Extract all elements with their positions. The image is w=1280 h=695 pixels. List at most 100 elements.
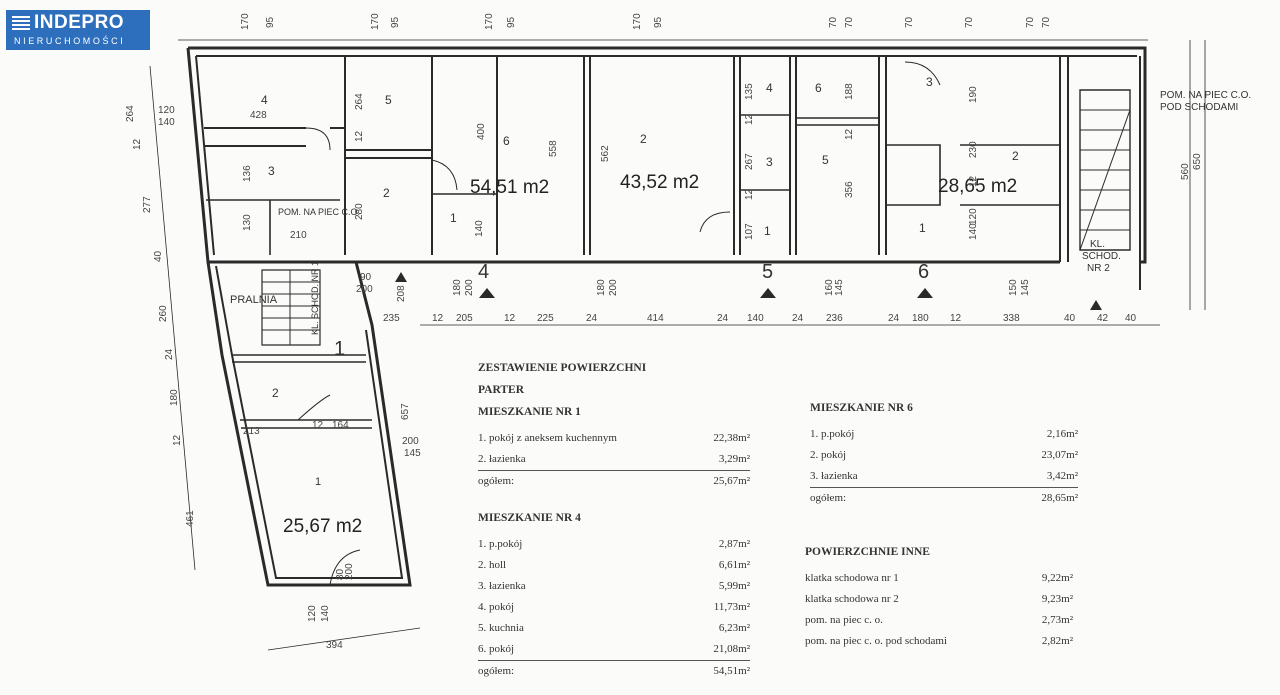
dimension-label: 200 bbox=[608, 279, 619, 296]
dimension-label: 200 bbox=[464, 279, 475, 296]
dimension-label: 24 bbox=[586, 313, 598, 324]
table-row: ogółem: 28,65m² bbox=[810, 488, 1078, 509]
flat-number: 5 bbox=[762, 261, 773, 283]
dimension-label: 120 bbox=[158, 105, 175, 116]
dimension-label: 24 bbox=[888, 313, 900, 324]
dimension-label: 205 bbox=[456, 313, 473, 324]
dimension-label: 650 bbox=[1192, 153, 1203, 170]
dimension-label: 657 bbox=[400, 403, 411, 420]
m4-title: MIESZKANIE NR 4 bbox=[478, 512, 581, 524]
flat-number: 4 bbox=[478, 261, 489, 283]
room-number: 5 bbox=[822, 153, 829, 167]
dimension-label: 280 bbox=[354, 203, 365, 220]
row-name: klatka schodowa nr 1 bbox=[805, 572, 899, 584]
dimension-label: 12 bbox=[432, 313, 444, 324]
dimension-label: 80 bbox=[335, 568, 346, 580]
dimension-label: 40 bbox=[1064, 313, 1076, 324]
dimension-label: 236 bbox=[826, 313, 843, 324]
dimension-label: 12 bbox=[950, 313, 962, 324]
dimension-label: 200 bbox=[344, 563, 355, 580]
room-number: 3 bbox=[766, 155, 773, 169]
dimension-label: 120 bbox=[968, 208, 979, 225]
dimension-label: 264 bbox=[125, 105, 136, 122]
row-name: 5. kuchnia bbox=[478, 622, 524, 634]
row-value: 6,61m² bbox=[718, 559, 750, 571]
label-kl-sch-2-b: SCHOD. bbox=[1082, 251, 1121, 262]
dimension-label: 12 bbox=[312, 420, 324, 431]
dimension-label: 95 bbox=[653, 16, 664, 28]
row-name: pom. na piec c. o. pod schodami bbox=[805, 635, 948, 647]
row-name: ogółem: bbox=[810, 492, 847, 504]
label-kl-sch-2-c: NR 2 bbox=[1087, 263, 1110, 274]
room-number: 1 bbox=[450, 211, 457, 225]
dimension-label: 356 bbox=[844, 181, 855, 198]
room-numbers: 4 5 6 3 2 1 2 4 3 1 6 5 3 2 1 2 1 bbox=[261, 75, 1019, 488]
table-row: 2. holl 6,61m² bbox=[478, 555, 750, 576]
dimension-label: 120 bbox=[307, 605, 318, 622]
logo-subtitle: NIERUCHOMOŚCI bbox=[14, 36, 126, 46]
dimension-label: 140 bbox=[474, 220, 485, 237]
dimension-label: 70 bbox=[844, 16, 855, 28]
row-value: 5,99m² bbox=[718, 580, 750, 592]
row-name: 1. p.pokój bbox=[810, 428, 855, 440]
label-pom-piec-stairs-2: POD SCHODAMI bbox=[1160, 102, 1238, 113]
room-number: 1 bbox=[315, 476, 321, 488]
flat-number: 1 bbox=[334, 338, 345, 360]
row-name: 3. łazienka bbox=[478, 580, 526, 592]
dimension-label: 170 bbox=[484, 13, 495, 30]
flat-number: 6 bbox=[918, 261, 929, 283]
room-number: 4 bbox=[766, 81, 773, 95]
dimension-label: 145 bbox=[1020, 279, 1031, 296]
dimension-label: 107 bbox=[744, 223, 755, 240]
dimension-label: 394 bbox=[326, 640, 343, 651]
row-value: 21,08m² bbox=[713, 643, 750, 655]
dimension-label: 12 bbox=[968, 175, 979, 187]
dimension-label: 140 bbox=[968, 223, 979, 240]
row-value: 2,73m² bbox=[1041, 614, 1073, 626]
room-number: 3 bbox=[268, 164, 275, 178]
dimension-label: 95 bbox=[265, 16, 276, 28]
dimension-label: 200 bbox=[402, 436, 419, 447]
area-label-m5: 43,52 m2 bbox=[620, 172, 699, 193]
label-pom-piec: POM. NA PIEC C.O. bbox=[278, 207, 360, 217]
m1-title: MIESZKANIE NR 1 bbox=[478, 406, 581, 418]
dimension-label: 12 bbox=[744, 188, 755, 200]
row-name: 2. holl bbox=[478, 559, 507, 571]
dimension-label: 90 bbox=[360, 272, 372, 283]
row-value: 9,23m² bbox=[1041, 593, 1073, 605]
dimension-label: 190 bbox=[968, 86, 979, 103]
dimension-label: 12 bbox=[744, 113, 755, 125]
row-value: 28,65m² bbox=[1041, 492, 1078, 504]
row-name: 1. p.pokój bbox=[478, 538, 523, 550]
dimension-label: 24 bbox=[717, 313, 729, 324]
dimension-label: 140 bbox=[747, 313, 764, 324]
dimension-label: 267 bbox=[744, 153, 755, 170]
row-name: ogółem: bbox=[478, 665, 515, 677]
room-number: 6 bbox=[815, 81, 822, 95]
row-name: ogółem: bbox=[478, 475, 515, 487]
room-number: 2 bbox=[1012, 149, 1019, 163]
dimension-label: 160 bbox=[824, 279, 835, 296]
dimension-label: 213 bbox=[243, 426, 260, 437]
dimension-label: 170 bbox=[632, 13, 643, 30]
table-row: ogółem:25,67m² bbox=[478, 471, 750, 492]
dimension-label: 70 bbox=[1025, 16, 1036, 28]
dimension-label: 12 bbox=[844, 128, 855, 140]
row-value: 23,07m² bbox=[1041, 449, 1078, 461]
row-value: 11,73m² bbox=[713, 601, 750, 613]
dimension-label: 180 bbox=[596, 279, 607, 296]
dimension-label: 130 bbox=[242, 214, 253, 231]
dimension-label: 180 bbox=[452, 279, 463, 296]
